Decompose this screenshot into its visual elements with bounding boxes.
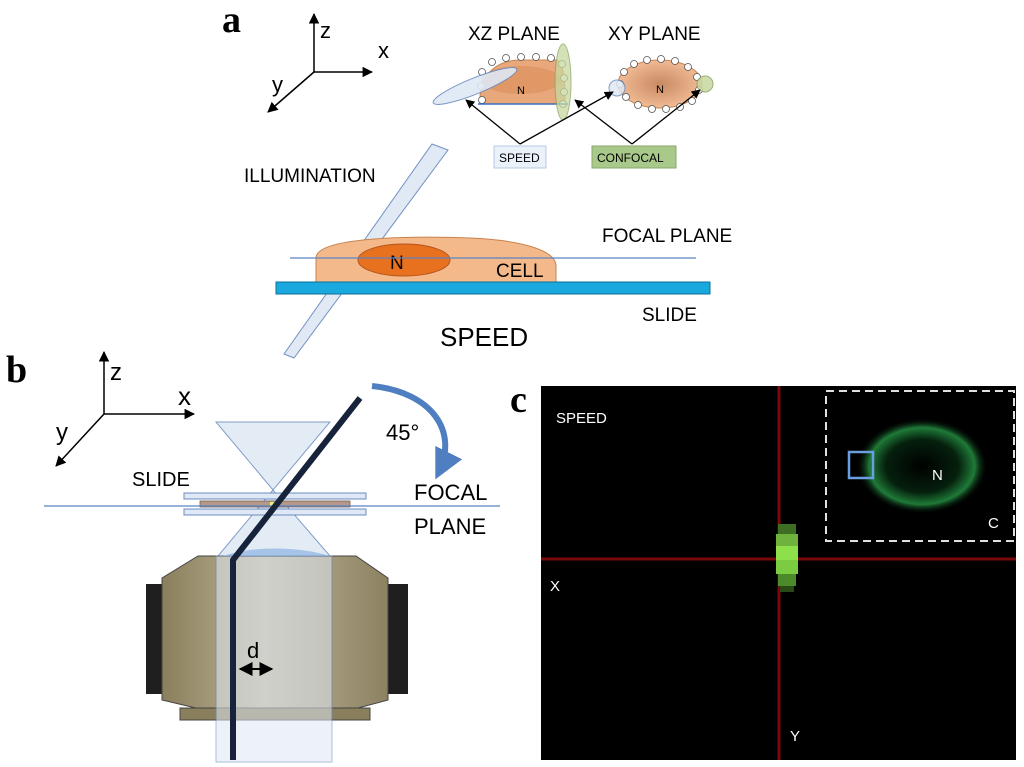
panel-c: c SPEED X Y N C (510, 379, 1016, 760)
angle-label: 45° (386, 420, 419, 445)
xz-nucleus-label: N (517, 85, 525, 97)
panel-b-slide-label: SLIDE (132, 469, 190, 491)
xy-nucleus-label: N (656, 84, 664, 96)
panel-c-label: c (510, 379, 527, 421)
axis-label-z: z (320, 18, 331, 43)
axis-b-label-y: y (56, 419, 68, 446)
inset-c-label: C (988, 515, 999, 532)
panel-b-focal-label-2: PLANE (414, 514, 486, 539)
xy-plane-label: XY PLANE (608, 24, 701, 45)
panel-c-y-label: Y (790, 728, 800, 745)
panel-b: b z x y (6, 349, 500, 763)
inset-nucleus-label: N (932, 467, 943, 484)
axis-b-label-x: x (178, 381, 191, 411)
nucleus-label: N (390, 253, 404, 274)
lower-cone (216, 489, 332, 557)
confocal-box (591, 145, 677, 169)
panel-b-axes: z x y (55, 350, 196, 467)
d-label: d (247, 638, 259, 663)
illumination-label: ILLUMINATION (244, 166, 376, 187)
xz-plane-label: XZ PLANE (468, 24, 560, 45)
axis-label-x: x (378, 38, 389, 63)
objective (146, 548, 408, 763)
slide-label: SLIDE (642, 305, 697, 326)
pointer-arrows (465, 89, 701, 145)
panel-a-title: SPEED (440, 322, 528, 352)
panel-c-x-label: X (550, 578, 560, 595)
axis-label-y: y (272, 72, 283, 97)
angle-arrow (371, 383, 463, 480)
panel-a-label: a (222, 0, 241, 41)
inset: N C (825, 390, 1015, 542)
cell-label: CELL (496, 261, 544, 282)
panel-a: a z x y XZ PLANE XY PLANE N (222, 0, 732, 359)
xy-plane-cell: N (608, 55, 714, 113)
axis-b-label-z: z (110, 359, 122, 386)
inset-roi-box (847, 450, 875, 480)
side-cell: N CELL (315, 236, 557, 283)
panel-b-label: b (6, 349, 27, 391)
panel-c-speed-label: SPEED (556, 410, 607, 427)
upper-cone (214, 421, 332, 491)
xz-plane-cell: N (432, 43, 572, 121)
tilted-beam (230, 396, 363, 760)
speed-box (493, 145, 547, 169)
confocal-box-label: CONFOCAL (597, 151, 664, 165)
signal-spot (776, 524, 798, 592)
speed-box-label: SPEED (499, 151, 540, 165)
focal-plane-label: FOCAL PLANE (602, 226, 732, 247)
panel-b-focal-label-1: FOCAL (414, 480, 487, 505)
slide-bar (275, 281, 711, 295)
panel-a-axes: z x y (267, 12, 389, 113)
inset-cell-ring (856, 418, 988, 514)
